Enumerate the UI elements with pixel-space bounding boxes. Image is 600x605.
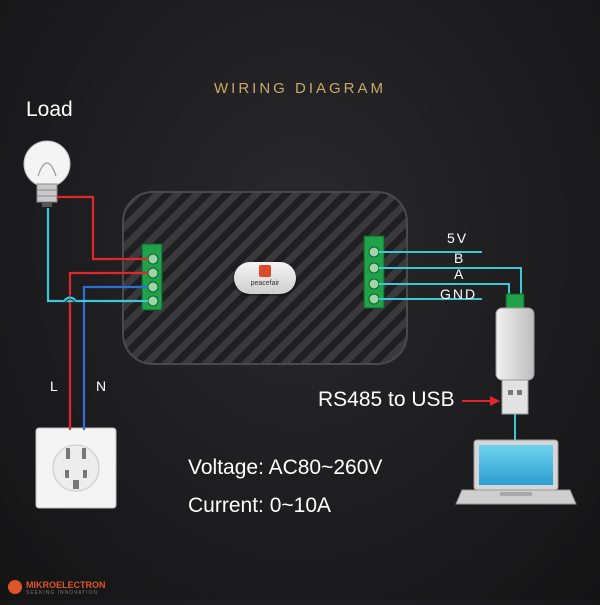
diagram-title: WIRING DIAGRAM — [214, 80, 386, 97]
ac-wiring — [46, 195, 148, 430]
voltage-spec: Voltage: AC80~260V — [188, 456, 383, 479]
current-spec: Current: 0~10A — [188, 494, 332, 517]
pin-gnd-label: GND — [440, 286, 478, 302]
brand-logo-icon — [259, 265, 271, 277]
device-brand-badge: peacefair — [234, 262, 296, 294]
left-terminal-block — [141, 243, 163, 311]
pin-b-label: B — [454, 250, 464, 266]
pin-a-label: A — [454, 266, 464, 282]
laptop-icon — [455, 439, 577, 505]
converter-arrow — [462, 396, 500, 406]
pin-5v-label: 5V — [447, 230, 469, 246]
watermark-logo-icon — [8, 580, 22, 594]
live-line-label: L — [50, 378, 58, 394]
watermark-tagline: SEEKING INNOVATION — [26, 590, 98, 596]
watermark-name: MIKROELECTRON — [26, 580, 106, 590]
rs485-usb-converter — [495, 293, 535, 440]
converter-label: RS485 to USB — [318, 388, 455, 411]
rs485-wiring — [379, 251, 522, 300]
brand-name: peacefair — [250, 280, 280, 287]
watermark: MIKROELECTRON SEEKING INNOVATION — [2, 578, 122, 598]
load-label: Load — [26, 98, 73, 121]
wall-socket-icon — [35, 427, 117, 509]
neutral-line-label: N — [96, 378, 107, 394]
right-terminal-block — [363, 235, 385, 309]
light-bulb-icon — [23, 140, 71, 207]
